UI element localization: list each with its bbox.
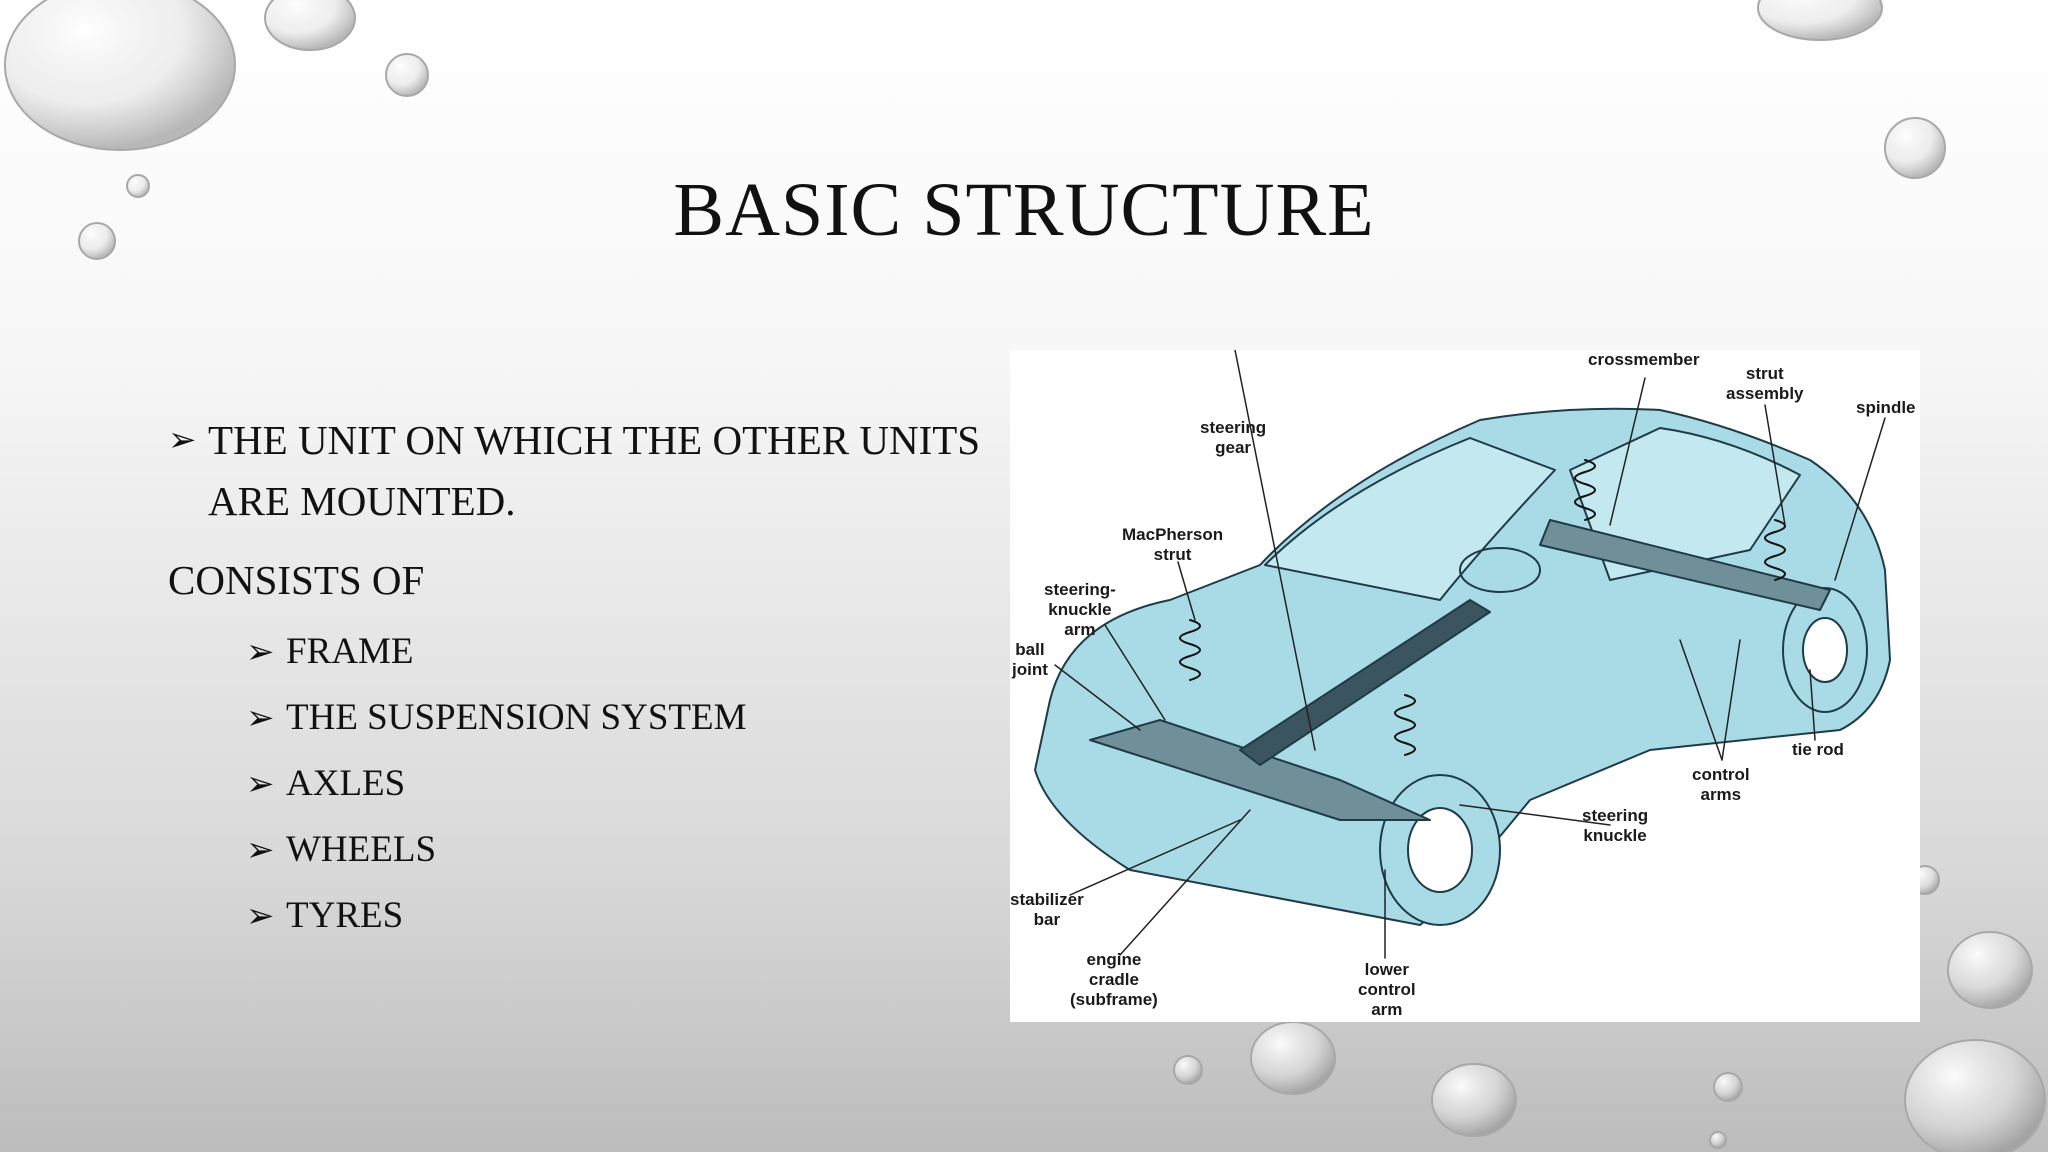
- component-text: WHEELS: [286, 829, 437, 870]
- rear-right-spring-shape: [1764, 519, 1786, 581]
- label-stabilizer-bar: stabilizer bar: [1010, 890, 1084, 929]
- list-item: ➢ AXLES: [246, 751, 1028, 817]
- car-chassis-diagram: crossmember strut assembly spindle steer…: [1010, 349, 1920, 1022]
- component-text: FRAME: [286, 631, 414, 672]
- steering-wheel-shape: [1459, 547, 1541, 593]
- label-ball-joint: ball joint: [1012, 640, 1048, 679]
- list-item: ➢ FRAME: [246, 619, 1028, 685]
- components-list: ➢ FRAME ➢ THE SUSPENSION SYSTEM ➢ AXLES ➢ WH…: [168, 619, 1028, 949]
- label-steering-gear: steering gear: [1200, 418, 1267, 457]
- arrow-bullet-icon: ➢: [246, 830, 275, 870]
- arrow-bullet-icon: ➢: [246, 698, 275, 738]
- component-text: THE SUSPENSION SYSTEM: [286, 697, 747, 738]
- list-item: ➢ THE SUSPENSION SYSTEM: [246, 685, 1028, 751]
- intro-bullet: ➢ THE UNIT ON WHICH THE OTHER UNITS ARE …: [168, 410, 1028, 532]
- windshield-shape: [1264, 437, 1556, 601]
- front-right-spring-shape: [1394, 694, 1416, 756]
- component-text: TYRES: [286, 895, 404, 936]
- label-lower-control-arm: lower control arm: [1358, 960, 1416, 1019]
- slide-content: ➢ THE UNIT ON WHICH THE OTHER UNITS ARE …: [168, 410, 1028, 949]
- arrow-bullet-icon: ➢: [246, 764, 275, 804]
- label-engine-cradle: engine cradle (subframe): [1070, 950, 1158, 1009]
- label-control-arms: control arms: [1692, 765, 1750, 804]
- driveline-shape: [1239, 599, 1491, 766]
- car-illustration: [1034, 349, 1891, 959]
- list-item: ➢ WHEELS: [246, 817, 1028, 883]
- label-steering-knuckle: steering knuckle: [1582, 806, 1649, 845]
- slide-title: BASIC STRUCTURE: [673, 168, 1375, 252]
- arrow-bullet-icon: ➢: [246, 632, 275, 672]
- label-macpherson-strut: MacPherson strut: [1122, 525, 1224, 564]
- arrow-bullet-icon: ➢: [168, 420, 197, 460]
- rear-crossmember-shape: [1539, 519, 1831, 611]
- front-subframe-shape: [1089, 719, 1431, 821]
- component-text: AXLES: [286, 763, 406, 804]
- front-left-spring-shape: [1179, 619, 1201, 681]
- label-strut-assembly: strut assembly: [1726, 364, 1804, 403]
- arrow-bullet-icon: ➢: [246, 896, 275, 936]
- label-crossmember: crossmember: [1588, 350, 1700, 369]
- intro-bullet-text: THE UNIT ON WHICH THE OTHER UNITS ARE MO…: [208, 417, 981, 524]
- list-item: ➢ TYRES: [246, 883, 1028, 949]
- label-spindle: spindle: [1856, 398, 1916, 417]
- label-tie-rod: tie rod: [1792, 740, 1844, 759]
- consists-of-label: CONSISTS OF: [168, 557, 425, 603]
- rear-left-spring-shape: [1574, 459, 1596, 521]
- label-steering-knuckle-arm: steering- knuckle arm: [1044, 580, 1116, 639]
